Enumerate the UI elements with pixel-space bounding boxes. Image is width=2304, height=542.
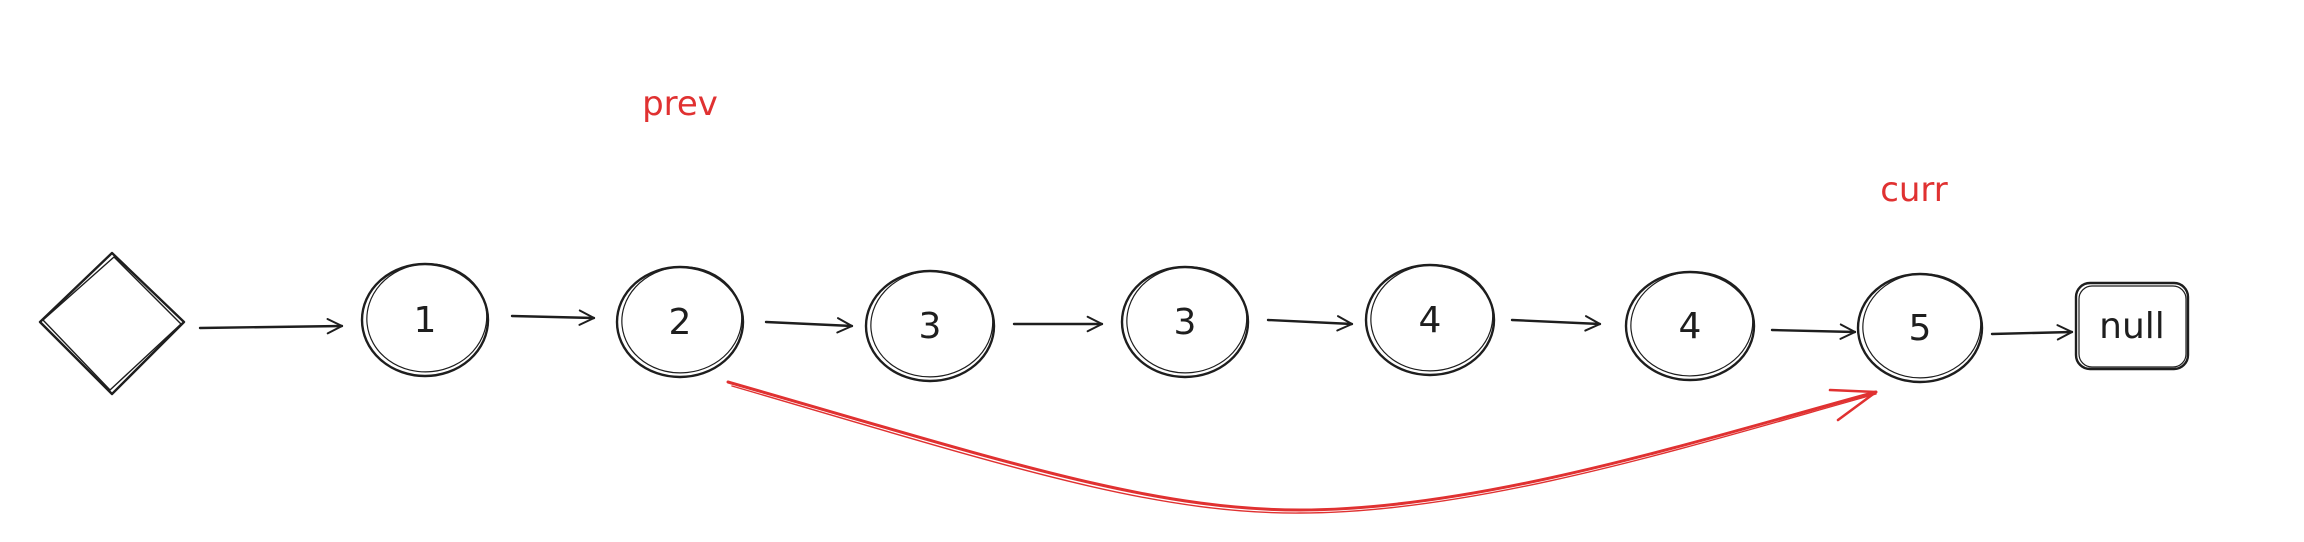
- prev-pointer-label: prev: [642, 84, 718, 124]
- list-node: 4: [1364, 263, 1496, 377]
- node-circle-stroke: [621, 266, 743, 374]
- list-node: 2: [615, 265, 745, 379]
- list-nodes: 1 2 3 3 4 4 5: [360, 262, 1984, 384]
- next-arrow: [1266, 315, 1354, 332]
- null-label: null: [2099, 306, 2165, 347]
- next-arrow: [198, 318, 344, 335]
- curr-pointer-label: curr: [1880, 170, 1948, 210]
- node-value: 4: [1679, 306, 1702, 347]
- next-arrows: [198, 309, 2074, 341]
- node-value: 2: [669, 302, 692, 343]
- node-circle-stroke: [1630, 271, 1754, 377]
- node-circle-stroke: [870, 270, 994, 378]
- node-value: 3: [919, 306, 942, 347]
- list-node: 3: [864, 269, 996, 383]
- node-circle-stroke: [1370, 264, 1494, 372]
- node-value: 5: [1909, 308, 1932, 349]
- list-node: 1: [360, 262, 490, 378]
- list-node: 5: [1856, 272, 1984, 384]
- null-terminal: null: [2074, 281, 2190, 371]
- node-value: 4: [1419, 300, 1442, 341]
- list-node: 4: [1624, 270, 1756, 382]
- list-node: 3: [1120, 265, 1250, 379]
- next-arrow: [1990, 324, 2074, 341]
- node-circle-stroke: [1126, 266, 1248, 374]
- node-circle-stroke: [366, 263, 488, 373]
- skip-link-arrow: [726, 380, 1878, 514]
- node-circle-stroke: [1862, 273, 1982, 379]
- next-arrow: [510, 309, 596, 326]
- next-arrow: [764, 317, 854, 334]
- dummy-head-diamond: [38, 251, 186, 396]
- node-value: 1: [414, 300, 437, 341]
- node-value: 3: [1174, 302, 1197, 343]
- next-arrow: [1510, 315, 1602, 332]
- next-arrow: [1770, 323, 1857, 340]
